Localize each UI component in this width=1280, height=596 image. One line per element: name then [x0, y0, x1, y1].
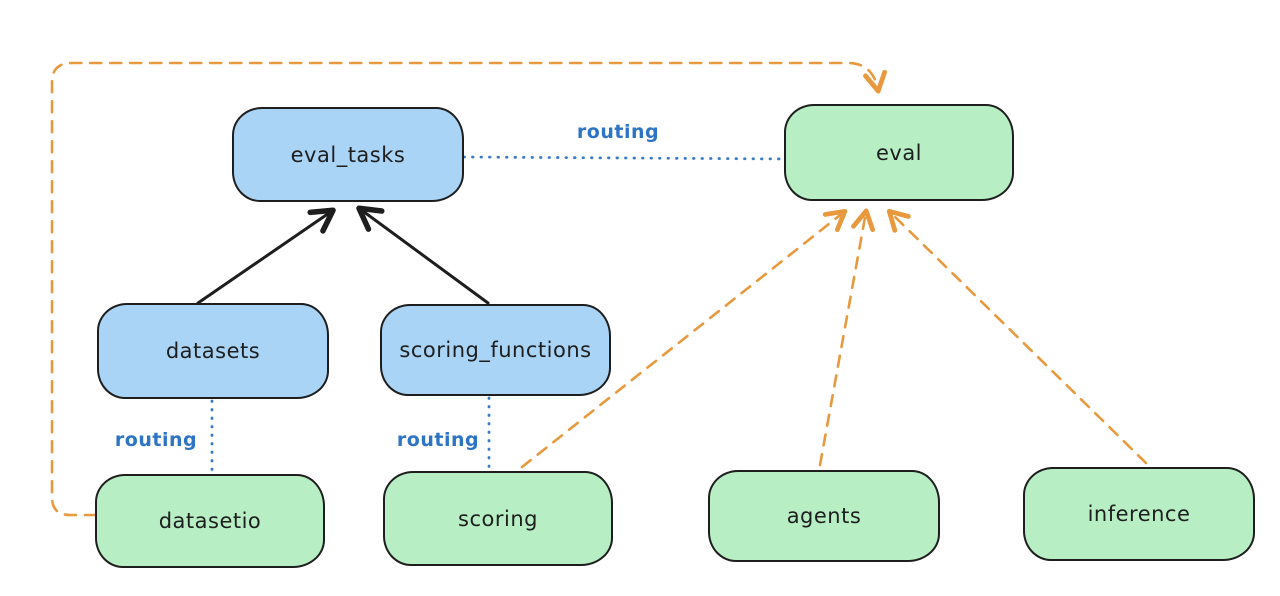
node-scoring-functions: scoring_functions	[380, 304, 611, 396]
edge-scoring_functions-eval_tasks-arrow	[356, 205, 490, 305]
node-eval: eval	[784, 104, 1014, 201]
edge-label-routing-datasets: routing	[115, 429, 197, 451]
node-datasetio-label: datasetio	[158, 509, 262, 533]
node-scoring-functions-label: scoring_functions	[399, 338, 592, 362]
node-eval-label: eval	[875, 140, 923, 165]
node-datasets: datasets	[97, 303, 329, 399]
node-datasetio: datasetio	[95, 474, 325, 568]
node-inference: inference	[1023, 467, 1255, 561]
node-eval-tasks-label: eval_tasks	[290, 142, 406, 167]
edge-datasetio-eval-arrow	[50, 61, 888, 517]
edge-agents-eval-arrow	[818, 208, 876, 467]
edge-scoring-eval-arrow	[520, 208, 848, 469]
node-agents-label: agents	[786, 504, 862, 528]
edge-eval_tasks-eval-routing	[462, 155, 788, 161]
node-datasets-label: datasets	[165, 339, 261, 363]
edge-datasets-eval_tasks-arrow	[196, 207, 336, 305]
node-inference-label: inference	[1087, 502, 1191, 526]
node-agents: agents	[708, 470, 940, 562]
node-scoring-label: scoring	[458, 506, 538, 531]
node-eval-tasks: eval_tasks	[232, 107, 464, 202]
node-scoring: scoring	[383, 471, 613, 566]
edge-label-routing-scoring: routing	[397, 429, 479, 451]
edge-label-routing-top: routing	[577, 121, 659, 143]
edge-inference-eval-arrow	[886, 208, 1148, 465]
